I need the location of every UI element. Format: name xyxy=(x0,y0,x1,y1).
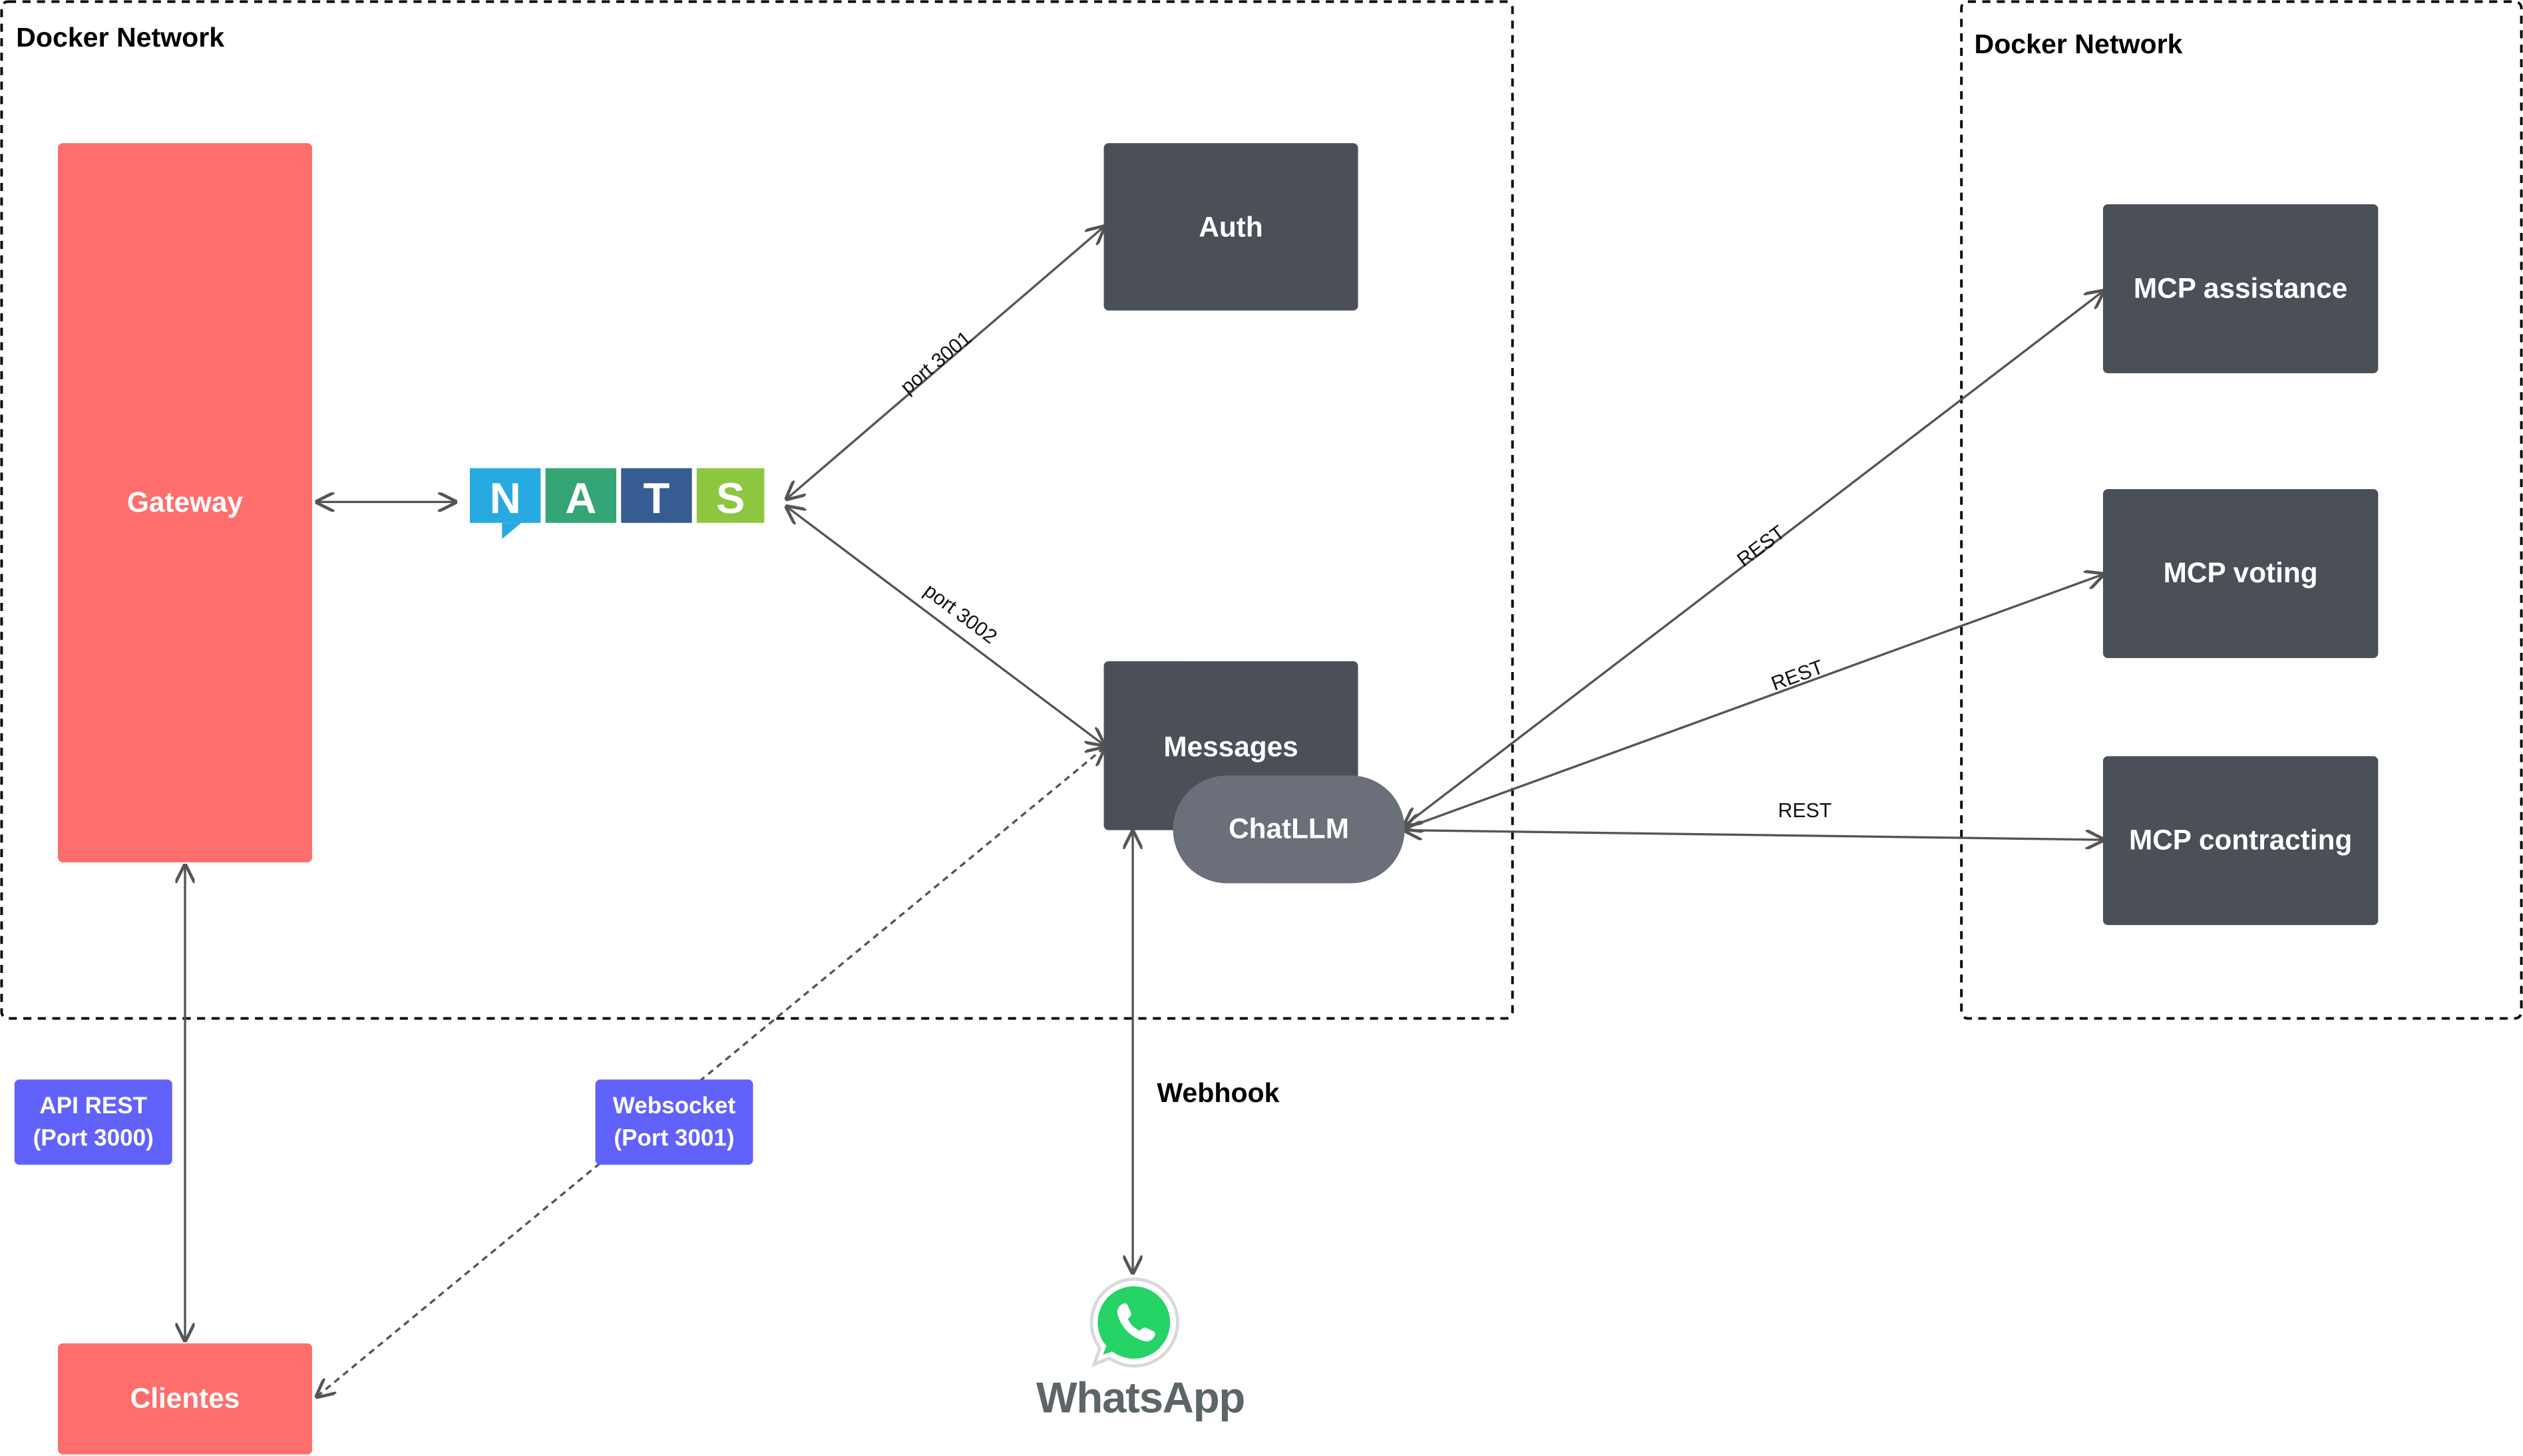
nats-logo: N A T S xyxy=(469,468,765,539)
mcp-assistance-label: MCP assistance xyxy=(2133,272,2348,304)
mcp-voting-label: MCP voting xyxy=(2163,556,2318,589)
websocket-tag-line1: Websocket xyxy=(612,1093,736,1119)
edge-label-rest-contracting: REST xyxy=(1778,799,1832,822)
webhook-label: Webhook xyxy=(1157,1077,1280,1109)
edge-chatllm-mcp-contracting xyxy=(1405,830,2103,840)
nats-tile-n xyxy=(469,468,541,539)
gateway-node[interactable]: Gateway xyxy=(58,143,313,862)
gateway-label: Gateway xyxy=(126,486,244,518)
api-rest-tag-line1: API REST xyxy=(39,1093,148,1119)
api-rest-tag-line2: (Port 3000) xyxy=(33,1125,154,1151)
edge-clientes-messages-websocket xyxy=(317,748,1103,1396)
clientes-label: Clientes xyxy=(130,1381,240,1415)
mcp-contracting-node[interactable]: MCP contracting xyxy=(2102,756,2379,926)
edge-nats-messages xyxy=(787,507,1103,745)
nats-tile-s xyxy=(696,468,765,523)
docker-network-right-boundary xyxy=(1960,0,2523,1020)
whatsapp-wordmark: WhatsApp xyxy=(1036,1373,1245,1423)
auth-label: Auth xyxy=(1199,210,1263,242)
docker-network-left-label: Docker Network xyxy=(16,22,225,53)
mcp-voting-node[interactable]: MCP voting xyxy=(2102,488,2379,658)
auth-node[interactable]: Auth xyxy=(1103,143,1358,311)
nats-tile-t xyxy=(621,468,692,523)
nats-letter-s: S xyxy=(716,474,745,522)
nats-letter-a: A xyxy=(565,474,596,522)
edge-chatllm-mcp-voting xyxy=(1405,574,2103,828)
edge-nats-auth xyxy=(787,227,1103,499)
chatllm-label: ChatLLM xyxy=(1229,812,1350,845)
whatsapp-phone-icon xyxy=(1089,1277,1179,1368)
clientes-node[interactable]: Clientes xyxy=(58,1343,313,1455)
nats-letter-n: N xyxy=(490,474,521,522)
chatllm-node[interactable]: ChatLLM xyxy=(1173,775,1405,884)
nats-tile-a xyxy=(545,468,616,523)
docker-network-right-label: Docker Network xyxy=(1974,29,2183,60)
api-rest-tag: API REST (Port 3000) xyxy=(14,1079,172,1165)
messages-label: Messages xyxy=(1163,730,1298,763)
mcp-assistance-node[interactable]: MCP assistance xyxy=(2102,204,2379,373)
websocket-tag: Websocket (Port 3001) xyxy=(595,1079,753,1165)
websocket-tag-line2: (Port 3001) xyxy=(614,1125,735,1151)
nats-letter-t: T xyxy=(643,474,670,522)
mcp-contracting-label: MCP contracting xyxy=(2128,823,2353,856)
